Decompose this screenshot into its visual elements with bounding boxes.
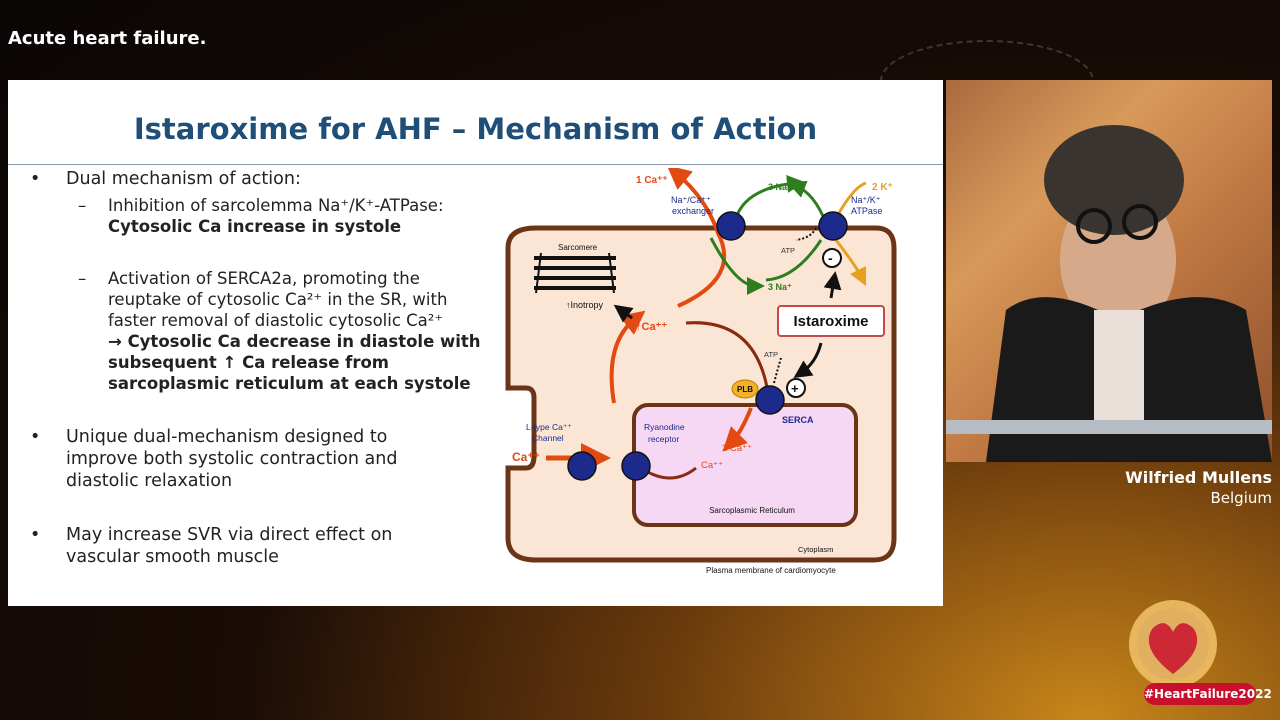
sub-bullet-text: Inhibition of sarcolemma Na⁺/K⁺-ATPase: xyxy=(108,196,444,215)
ca-cyto-arrow xyxy=(685,321,770,394)
heart-failure-logo-icon xyxy=(1129,600,1217,688)
plb-label: PLB xyxy=(737,385,753,394)
ca-up-arrow xyxy=(609,310,646,404)
plb-badge xyxy=(731,379,759,399)
exchanger-channel xyxy=(716,211,746,241)
k-arrow-down xyxy=(834,239,867,287)
mechanism-diagram: 1 Ca⁺⁺ Na⁺/Ca⁺⁺ exchanger 3 Na⁺ 2 K⁺ Na⁺… xyxy=(505,168,897,575)
atpase-channel xyxy=(818,211,848,241)
minus-symbol-bg xyxy=(822,248,842,268)
na-bottom-label: 3 Na⁺ xyxy=(768,282,792,292)
speaker-name: Wilfried Mullens xyxy=(1125,468,1272,487)
istaroxime-inhibit-arrow xyxy=(823,271,842,299)
ryr-channel xyxy=(621,451,651,481)
na-top-label: 3 Na⁺ xyxy=(768,182,792,192)
dash-marker: – xyxy=(78,269,87,288)
bullet-marker: • xyxy=(30,525,41,545)
title-divider xyxy=(8,164,943,165)
serca-label: SERCA xyxy=(782,415,814,425)
top-caption: Acute heart failure. xyxy=(8,28,207,49)
cytoplasm-label: Cytoplasm xyxy=(798,545,833,554)
ca-up-label: ↑Ca⁺⁺ xyxy=(636,321,667,333)
sub-bullet-text-bold: subsequent ↑ Ca release from xyxy=(108,353,389,372)
speaker-video xyxy=(946,80,1272,462)
speaker-figure xyxy=(946,125,1272,462)
na-in-arrow-right xyxy=(765,239,823,282)
inotropy-arrow xyxy=(613,304,634,323)
bullet-marker: • xyxy=(30,427,41,447)
ca-sr-label: Ca⁺⁺ xyxy=(701,460,723,471)
ca-release-arrow xyxy=(722,407,753,452)
atp-dotted-arrow xyxy=(795,227,817,241)
minus-symbol: - xyxy=(828,250,833,266)
istaroxime-label: Istaroxime xyxy=(793,313,868,330)
ryr-label-2: receptor xyxy=(648,434,679,444)
bullet-text: Dual mechanism of action: xyxy=(66,169,301,189)
bullet-text: Unique dual-mechanism designed to xyxy=(66,427,388,447)
atpase-label-1: Na⁺/K⁺ xyxy=(851,195,881,205)
sub-bullet-text: faster removal of diastolic cytosolic Ca… xyxy=(108,311,444,330)
ltype-label-2: Channel xyxy=(532,433,564,443)
bullet-marker: • xyxy=(30,169,41,189)
sarcomere-icon xyxy=(534,252,616,294)
sub-bullet-text: reuptake of cytosolic Ca²⁺ in the SR, wi… xyxy=(108,290,448,309)
atp-label: ATP xyxy=(781,246,795,255)
sub-bullet-text-bold: Cytosolic Ca increase in systole xyxy=(108,217,402,236)
sr-label: Sarcoplasmic Reticulum xyxy=(709,506,795,515)
dash-marker: – xyxy=(78,196,87,215)
atp2-label: ATP xyxy=(764,350,778,359)
bullet-text: diastolic relaxation xyxy=(66,471,233,491)
plus-symbol: + xyxy=(791,381,799,396)
ltype-channel xyxy=(567,451,597,481)
na-influx-arrow xyxy=(709,237,765,295)
ryr-label-1: Ryanodine xyxy=(644,422,685,432)
plus-symbol-bg xyxy=(786,378,806,398)
sub-bullet-text-bold: → Cytosolic Ca decrease in diastole with xyxy=(108,332,481,351)
sub-bullet-text: Activation of SERCA2a, promoting the xyxy=(108,269,420,288)
ltype-label-1: L-type Ca⁺⁺ xyxy=(526,422,572,432)
exchanger-label-1: Na⁺/Ca⁺⁺ xyxy=(671,195,711,205)
presentation-slide: Istaroxime for AHF – Mechanism of Action… xyxy=(8,80,943,606)
speaker-country: Belgium xyxy=(1210,489,1273,507)
exchanger-label-2: exchanger xyxy=(672,206,714,216)
k-label: 2 K⁺ xyxy=(872,182,893,193)
inotropy-label: ↑Inotropy xyxy=(566,300,604,310)
ca2-label: 2 Ca⁺⁺ xyxy=(722,443,752,454)
slide-title: Istaroxime for AHF – Mechanism of Action xyxy=(133,112,818,146)
sarcomere-label: Sarcomere xyxy=(558,243,598,252)
bullet-text: May increase SVR via direct effect on xyxy=(66,525,393,545)
sub-bullet-text-bold: sarcoplasmic reticulum at each systole xyxy=(108,374,471,393)
bullet-text: vascular smooth muscle xyxy=(66,547,279,567)
ca-in-label: Ca⁺⁺ xyxy=(512,450,540,464)
event-hashtag: #HeartFailure2022 xyxy=(1144,683,1272,705)
istaroxime-activate-arrow xyxy=(793,342,823,378)
bullet-text: improve both systolic contraction and xyxy=(66,449,398,469)
serca-channel xyxy=(755,385,785,415)
istaroxime-box xyxy=(777,305,885,337)
membrane-label: Plasma membrane of cardiomyocyte xyxy=(706,566,836,575)
atpase-label-2: ATPase xyxy=(851,206,882,216)
na-out-arrow xyxy=(734,174,805,219)
ca-efflux-arrow xyxy=(666,168,727,308)
ca-out-label: 1 Ca⁺⁺ xyxy=(636,175,668,186)
